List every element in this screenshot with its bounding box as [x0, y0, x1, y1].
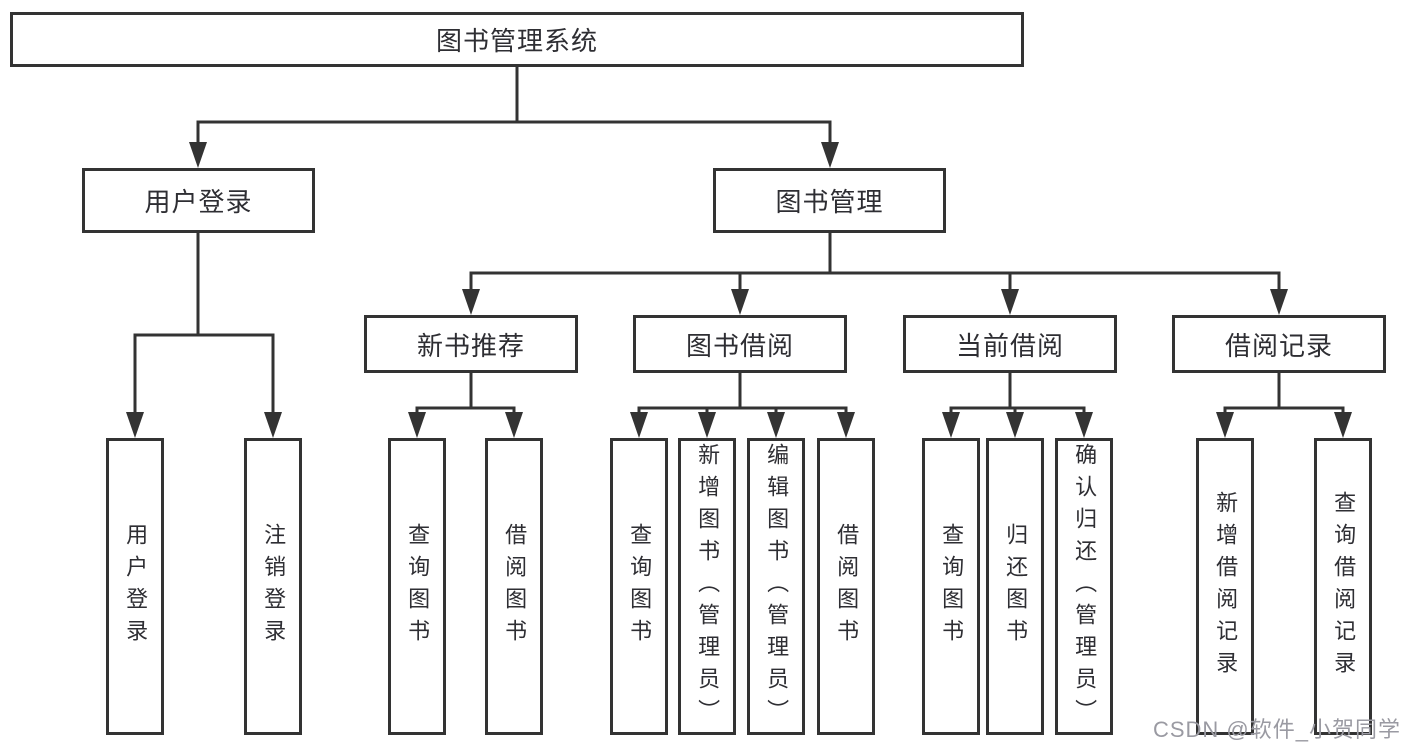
leaf-user-login: 用户登录: [106, 438, 164, 735]
leaf-borrow-books-label: 借阅图书: [834, 522, 860, 651]
leaf-confirm-return-admin-label: 确认归还（管理员）: [1072, 442, 1098, 731]
node-borrow-records: 借阅记录: [1172, 315, 1386, 373]
leaf-confirm-return-admin: 确认归还（管理员）: [1055, 438, 1113, 735]
leaf-query-books-borrow: 查询图书: [610, 438, 668, 735]
node-current-borrow: 当前借阅: [903, 315, 1117, 373]
node-borrow-records-label: 借阅记录: [1224, 330, 1333, 361]
leaf-edit-book-admin: 编辑图书（管理员）: [747, 438, 805, 735]
leaf-borrow-books-recommend: 借阅图书: [485, 438, 543, 735]
leaf-return-books-label: 归还图书: [1003, 522, 1029, 651]
node-user-login-label: 用户登录: [144, 187, 253, 217]
node-book-borrow-label: 图书借阅: [685, 330, 794, 361]
node-user-login: 用户登录: [82, 168, 315, 233]
leaf-return-books: 归还图书: [986, 438, 1044, 735]
leaf-borrow-books: 借阅图书: [817, 438, 875, 735]
leaf-query-books-recommend-label: 查询图书: [405, 522, 431, 651]
node-new-book-recommend: 新书推荐: [364, 315, 578, 373]
leaf-query-books-current-label: 查询图书: [939, 522, 965, 651]
leaf-query-books-borrow-label: 查询图书: [627, 522, 653, 651]
leaf-add-book-admin-label: 新增图书（管理员）: [695, 442, 721, 731]
node-current-borrow-label: 当前借阅: [955, 330, 1064, 361]
node-book-management: 图书管理: [713, 168, 946, 233]
leaf-query-borrow-record: 查询借阅记录: [1314, 438, 1372, 735]
node-root-label: 图书管理系统: [435, 26, 598, 56]
leaf-logout: 注销登录: [244, 438, 302, 735]
leaf-borrow-books-recommend-label: 借阅图书: [502, 522, 528, 651]
leaf-query-borrow-record-label: 查询借阅记录: [1331, 490, 1357, 683]
leaf-add-book-admin: 新增图书（管理员）: [678, 438, 736, 735]
leaf-user-login-label: 用户登录: [123, 522, 149, 651]
leaf-edit-book-admin-label: 编辑图书（管理员）: [764, 442, 790, 731]
node-book-management-label: 图书管理: [775, 187, 884, 217]
leaf-logout-label: 注销登录: [261, 522, 287, 651]
leaf-query-books-recommend: 查询图书: [388, 438, 446, 735]
node-book-borrow: 图书借阅: [633, 315, 847, 373]
node-root: 图书管理系统: [10, 12, 1024, 67]
csdn-watermark: CSDN @软件_小贺同学: [1152, 717, 1401, 742]
leaf-add-borrow-record: 新增借阅记录: [1196, 438, 1254, 735]
leaf-add-borrow-record-label: 新增借阅记录: [1213, 490, 1239, 683]
leaf-query-books-current: 查询图书: [922, 438, 980, 735]
node-new-book-recommend-label: 新书推荐: [416, 330, 525, 361]
